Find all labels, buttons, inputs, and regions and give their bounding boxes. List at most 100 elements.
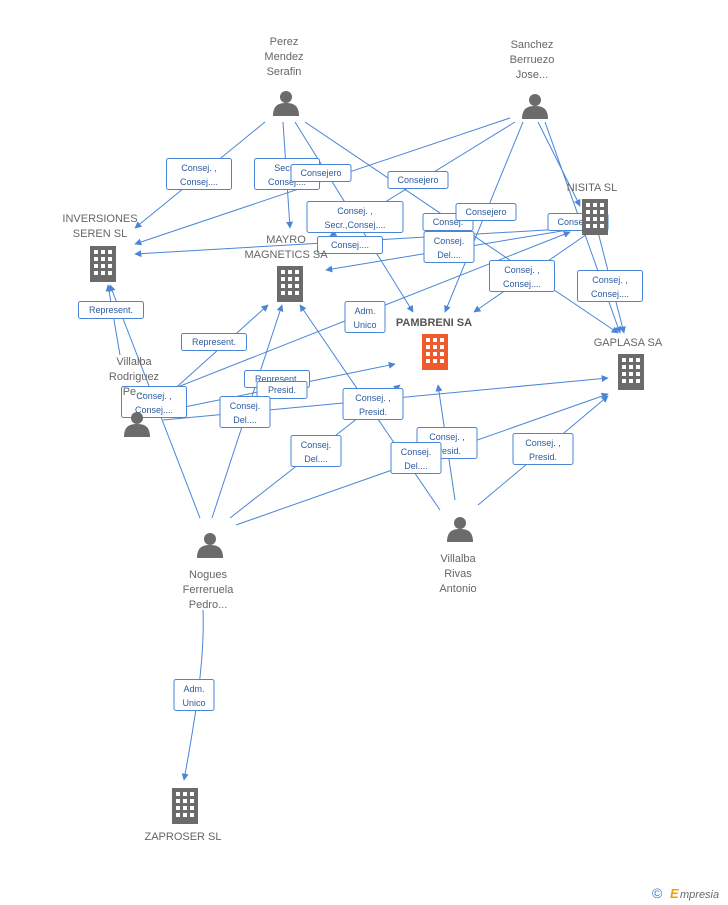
node-label-line: MAYRO [266,234,306,246]
edge-label-text: Consej. , [429,432,465,442]
edge-label-text: Unico [182,698,205,708]
edge-label-text: Presid. [529,452,557,462]
node-villalba-rp[interactable]: VillalbaRodriguezPe... [109,356,159,437]
edge-label: Consej.... [317,236,383,254]
node-label-line: Mendez [264,51,303,63]
edge-label: Consej. ,Consej.... [166,158,232,190]
edge-label-text: Presid. [268,385,296,395]
building-icon [422,334,448,370]
node-zaproser[interactable]: ZAPROSER SL [144,788,222,843]
edge-label-text: Consej. [433,217,464,227]
edge-label: Consej. ,Presid. [342,388,404,420]
edge-label-text: Consej. , [181,163,217,173]
edge-label: Represent. [78,301,144,319]
edge-label-text: Del.... [404,461,428,471]
node-pambreni[interactable]: PAMBRENI SA [396,317,472,370]
edge-label-text: Presid. [359,407,387,417]
node-nisita[interactable]: NISITA SL [567,182,618,235]
edge-label-box [290,435,342,467]
person-icon [273,91,299,116]
edge-label-text: Consej. [301,440,332,450]
edge-villalbarp-inversiones [105,284,121,356]
building-icon [172,788,198,824]
edge-label-box [344,301,386,333]
edge-label: Adm. Unico [344,301,386,333]
edge-label-box [306,201,404,233]
edge-label-text: Consejero [397,175,438,185]
edge-label-box [78,301,144,319]
node-label-line: Villalba [440,553,476,565]
edge-label-text: Del.... [304,454,328,464]
node-label-line: Villalba [116,356,152,368]
edge-label: Consej. Del.... [423,231,475,263]
edge-label-text: Consejero [557,217,598,227]
edge-label-text: Consej. , [136,391,172,401]
person-icon [197,533,223,558]
edge-label-text: Consej. [434,236,465,246]
building-icon [90,246,116,282]
node-nogues[interactable]: NoguesFerreruelaPedro... [183,533,235,611]
node-label-line: Jose... [516,69,548,81]
node-label-line: Berruezo [510,54,555,66]
edge-label-text: Consej.... [135,405,173,415]
edge-label-text: Presid. [433,446,461,456]
edge-label: Consej. , Presid. [512,433,574,465]
copyright-symbol: © [652,885,663,901]
node-sanchez[interactable]: SanchezBerruezoJose... [510,39,555,119]
edge-label-text: Secr.,Consej.... [324,220,385,230]
edge-label: Consej. ,Consej.... [489,260,555,292]
edge-label-text: Del.... [233,415,257,425]
edge-label: Consej. , Secr.,Consej.... [306,201,404,233]
node-label-line: Sanchez [511,39,554,51]
node-label-line: ZAPROSER SL [144,831,221,843]
building-icon [618,354,644,390]
brand-initial: E [670,886,679,901]
edge-label-text: Consej. , [337,206,373,216]
edge-label-box [219,396,271,428]
edge-label: Consej. Del.... [219,396,271,428]
edge-label-box [181,333,247,351]
node-label-line: GAPLASA SA [594,337,663,349]
edge-label-box [173,679,215,711]
edge-sanchez-nisita [537,121,581,207]
edge-label-text: Consej. , [592,275,628,285]
edge-label-text: Consejero [465,207,506,217]
edge-label-box [512,433,574,465]
edge-label: Represent. [181,333,247,351]
edge-label-text: Consej. , [504,265,540,275]
edge-label-text: Consej. , [525,438,561,448]
node-label-line: Antonio [439,583,476,595]
node-label-line: NISITA SL [567,182,618,194]
edge-label-box [387,171,449,189]
edge-label-text: Consej.... [268,177,306,187]
edge-label: Adm. Unico [173,679,215,711]
edge-label-text: Del.... [437,250,461,260]
node-gaplasa[interactable]: GAPLASA SA [594,337,663,390]
edge-label-text: Unico [353,320,376,330]
node-label-line: Ferreruela [183,584,235,596]
edge-label: Consej. Del.... [290,435,342,467]
node-label-line: Rodriguez [109,371,159,383]
edge-label-box [290,164,352,182]
edge-label-box [342,388,404,420]
edge-label-text: Represent. [192,337,236,347]
edge-label-text: Adm. [183,684,204,694]
edge-label-text: Consej. [230,401,261,411]
edge-label-text: Consej. [401,447,432,457]
node-label-line: Pedro... [189,599,228,611]
brand-name: mpresia [680,889,719,901]
edge-label-box [423,231,475,263]
edge-label-text: Adm. [354,306,375,316]
edge-label-text: Represent. [255,374,299,384]
building-icon [582,199,608,235]
edge-label-box [390,442,442,474]
edge-label-box [166,158,232,190]
node-label-line: Pe... [123,386,146,398]
edge-label-text: Consej.... [331,240,369,250]
